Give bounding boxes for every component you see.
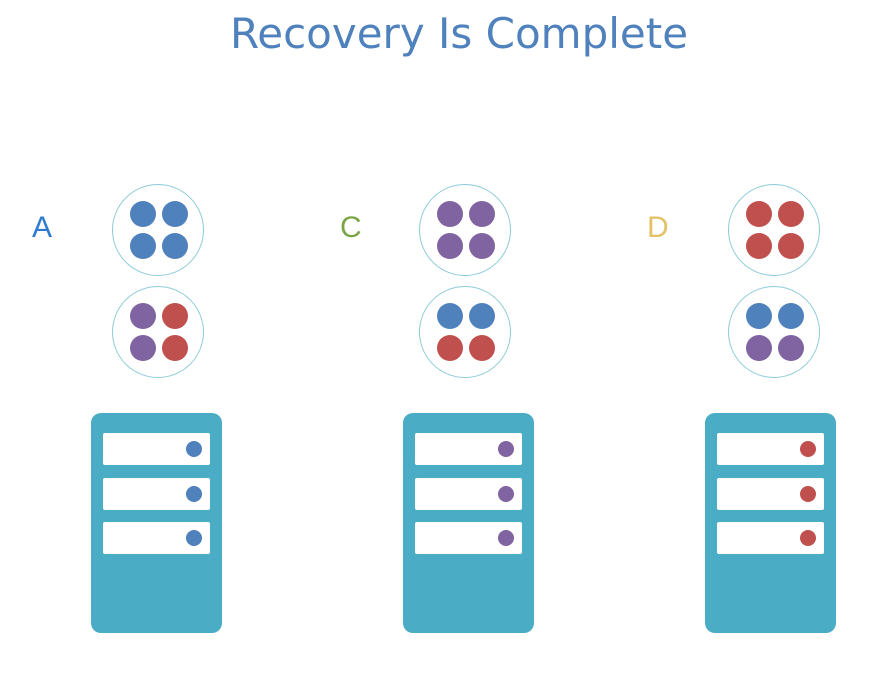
bubble-node-c-bottom	[419, 286, 511, 378]
drive-slot	[103, 433, 210, 465]
data-dot	[746, 233, 772, 259]
data-dot	[437, 201, 463, 227]
drive-slot	[717, 433, 824, 465]
node-label-d: D	[647, 211, 669, 244]
node-label-c: C	[340, 211, 362, 244]
drive-led	[800, 530, 816, 546]
drive-led	[498, 486, 514, 502]
data-dot	[130, 201, 156, 227]
server-node-c	[403, 413, 534, 633]
drive-slot	[103, 522, 210, 554]
data-dot	[469, 335, 495, 361]
bubble-node-a-bottom	[112, 286, 204, 378]
drive-slot	[415, 522, 522, 554]
drive-led	[186, 441, 202, 457]
data-dot	[130, 335, 156, 361]
data-dot	[437, 303, 463, 329]
data-dot	[130, 303, 156, 329]
node-label-a: A	[32, 211, 53, 244]
drive-slot	[717, 522, 824, 554]
drive-slot	[415, 478, 522, 510]
data-dot	[778, 233, 804, 259]
bubble-node-d-top	[728, 184, 820, 276]
drive-led	[186, 530, 202, 546]
data-dot	[162, 335, 188, 361]
data-dot	[746, 201, 772, 227]
data-dot	[162, 201, 188, 227]
data-dot	[469, 303, 495, 329]
data-dot	[162, 233, 188, 259]
data-dot	[437, 233, 463, 259]
drive-led	[498, 530, 514, 546]
data-dot	[746, 335, 772, 361]
drive-led	[800, 441, 816, 457]
server-node-d	[705, 413, 836, 633]
drive-slot	[103, 478, 210, 510]
server-node-a	[91, 413, 222, 633]
bubble-node-a-top	[112, 184, 204, 276]
bubble-node-c-top	[419, 184, 511, 276]
data-dot	[746, 303, 772, 329]
data-dot	[469, 233, 495, 259]
bubble-node-d-bottom	[728, 286, 820, 378]
drive-led	[498, 441, 514, 457]
data-dot	[778, 201, 804, 227]
data-dot	[469, 201, 495, 227]
page-title: Recovery Is Complete	[229, 9, 689, 58]
data-dot	[130, 233, 156, 259]
data-dot	[778, 303, 804, 329]
data-dot	[437, 335, 463, 361]
drive-slot	[415, 433, 522, 465]
data-dot	[778, 335, 804, 361]
drive-slot	[717, 478, 824, 510]
data-dot	[162, 303, 188, 329]
drive-led	[800, 486, 816, 502]
drive-led	[186, 486, 202, 502]
